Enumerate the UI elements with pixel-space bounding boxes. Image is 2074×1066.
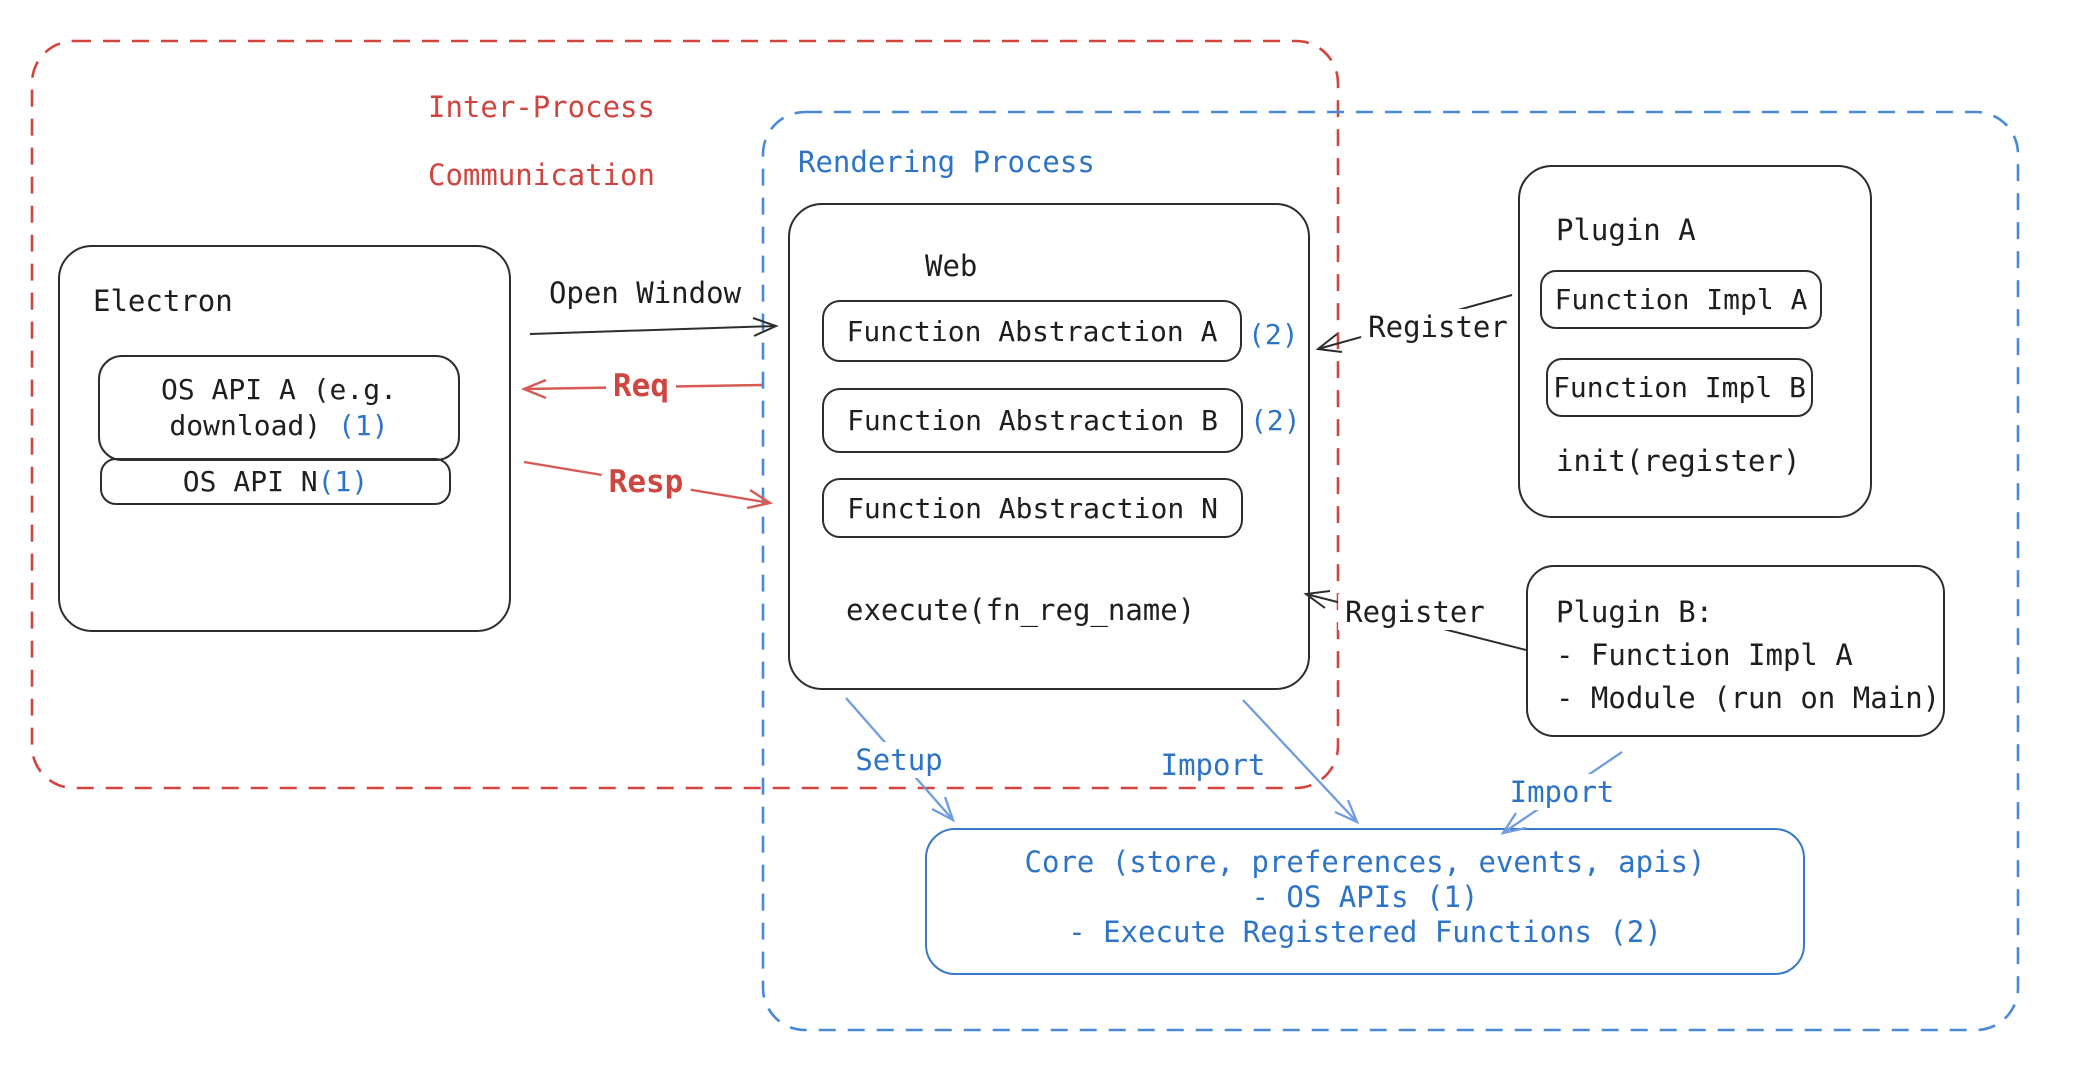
register-a-label: Register (1361, 309, 1515, 345)
open-window-arrow (529, 317, 779, 337)
web-title: Web (925, 249, 978, 283)
os-api-n-box: OS API N (1) (100, 458, 451, 505)
os-api-n-label: OS API N (182, 465, 318, 498)
plugin-b-box (1526, 565, 1945, 737)
os-api-a-badge: (1) (338, 409, 389, 442)
resp-label: Resp (601, 463, 691, 501)
plugin-a-title: Plugin A (1556, 213, 1696, 247)
function-impl-a-box: Function Impl A (1540, 270, 1822, 329)
core-line3: - Execute Registered Functions (2) (1068, 915, 1662, 949)
import-web-label: Import (1153, 747, 1273, 783)
core-line2: - OS APIs (1) (1251, 880, 1479, 914)
import-plugin-b-label: Import (1502, 774, 1622, 810)
function-abstraction-n-box: Function Abstraction N (822, 478, 1243, 538)
function-impl-b-box: Function Impl B (1546, 358, 1813, 417)
ipc-label-line2: Communication (428, 158, 655, 192)
electron-title: Electron (93, 284, 233, 318)
ipc-label-line1: Inter-Process (428, 90, 655, 124)
setup-label: Setup (848, 742, 950, 778)
os-api-n-badge: (1) (317, 465, 369, 498)
ipc-region-label: Inter-Process Communication (428, 90, 655, 192)
open-window-label: Open Window (548, 276, 742, 310)
os-api-a-box: OS API A (e.g. download) (1) (98, 355, 460, 461)
req-label: Req (606, 367, 676, 405)
register-b-label: Register (1338, 594, 1492, 630)
os-api-a-line2: download) (1) (169, 409, 389, 442)
core-box: Core (store, preferences, events, apis) … (925, 828, 1805, 975)
core-line1: Core (store, preferences, events, apis) (1024, 845, 1706, 879)
function-abstraction-a-box: Function Abstraction A (822, 300, 1242, 362)
rendering-region-label: Rendering Process (798, 145, 1095, 179)
os-api-a-line1: OS API A (e.g. (160, 373, 397, 406)
function-abstraction-b-box: Function Abstraction B (822, 388, 1243, 453)
